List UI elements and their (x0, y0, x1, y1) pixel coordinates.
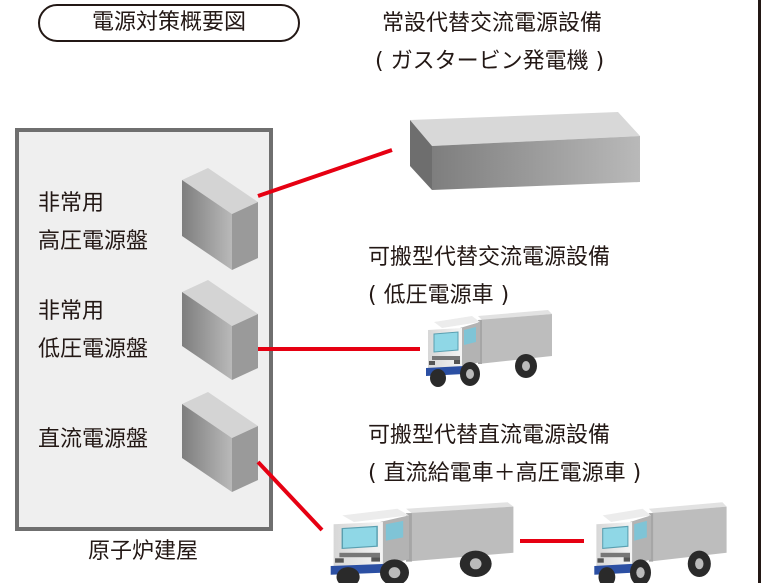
equipment-3-line1: 可搬型代替直流電源設備 (368, 423, 611, 448)
equipment-2-line1: 可搬型代替交流電源設備 (368, 245, 611, 270)
gas-turbine-generator-box (410, 112, 640, 190)
panel-dc-box (182, 392, 258, 492)
low-voltage-truck (425, 309, 553, 388)
frame-edge (758, 0, 773, 583)
building-label: 原子炉建屋 (88, 539, 199, 564)
equipment-1-line2: ( ガスタービン発電機 ) (375, 49, 605, 74)
dc-supply-truck (329, 501, 515, 583)
connector-gas-turbine (257, 148, 393, 198)
equipment-1-line1: 常設代替交流電源設備 (382, 11, 603, 36)
panel-label-3-line1: 直流電源盤 (38, 427, 149, 452)
high-voltage-truck (593, 501, 728, 583)
panel-label-1-line1: 非常用 (38, 191, 105, 216)
equipment-3-line2: ( 直流給電車＋高圧電源車 ) (368, 461, 642, 486)
panel-label-2-line1: 非常用 (38, 299, 105, 324)
connectors (256, 148, 584, 543)
panel-low-voltage-box (182, 280, 258, 380)
equipment-2-line2: ( 低圧電源車 ) (368, 283, 510, 308)
panel-label-2-line2: 低圧電源盤 (38, 337, 149, 362)
connector-dc-truck (256, 460, 324, 532)
panel-high-voltage-box (182, 168, 258, 270)
panel-label-1-line2: 高圧電源盤 (38, 229, 149, 254)
diagram-title: 電源対策概要図 (38, 4, 300, 42)
